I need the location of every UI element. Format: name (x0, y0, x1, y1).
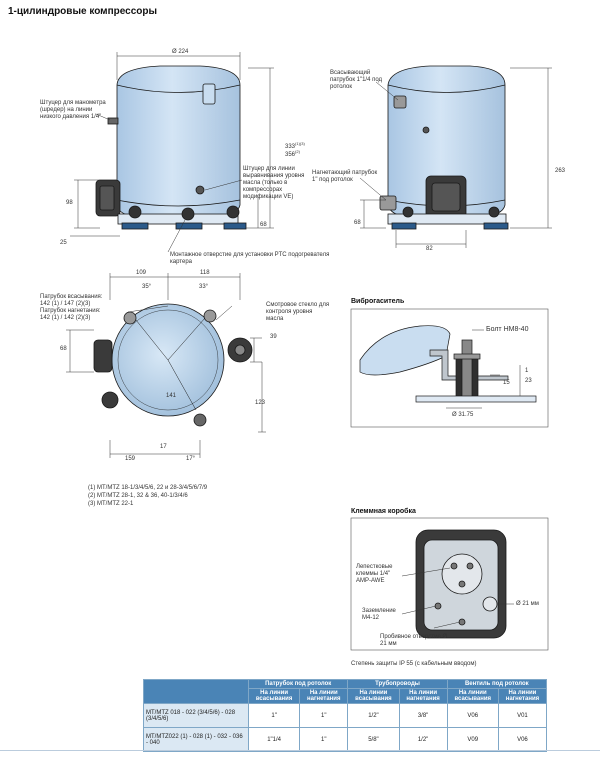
table-subheader: На линии нагнетания (398, 688, 448, 704)
footnote-2: (2) MT/MTZ 28-1, 32 & 36, 40-1/3/4/6 (88, 493, 188, 499)
top-view-compressor (93, 303, 253, 427)
dim-17-angle: 17° (186, 456, 196, 462)
dim-23: 23 (525, 378, 532, 384)
dim-333: 333(1)(3) (285, 141, 305, 150)
knockout-label: Пробивное отверстие Ø 21 мм (380, 634, 448, 647)
table-cell: 1" (299, 703, 349, 728)
bolt-label: Болт HM8-40 (486, 326, 529, 333)
heater-label: Монтажное отверстие для установки PTC по… (170, 252, 330, 265)
dim-39: 39 (270, 334, 277, 340)
table-row-model: MT/MTZ022 (1) - 028 (1) - 032 - 036 - 04… (143, 727, 249, 752)
angle-33: 33° (199, 284, 209, 290)
dim-98: 98 (66, 200, 73, 206)
table-cell: 5/8" (347, 727, 400, 752)
dim-109: 109 (136, 270, 147, 276)
dim-141: 141 (166, 393, 177, 399)
discharge-port-label: Нагнетающий патрубок 1" под ротолок (312, 170, 378, 183)
table-subheader: На линии всасывания (347, 688, 400, 704)
vibro-heading: Виброгаситель (351, 298, 405, 305)
dim-15: 15 (503, 380, 510, 386)
gauge-label: Штуцер для манометра (шредер) на линии н… (40, 100, 106, 120)
protection-label: Степень защиты IP 55 (с кабельным вводом… (351, 661, 477, 667)
oil-equaliser-label: Штуцер для линии выравнивания уровня мас… (243, 166, 305, 200)
vibro-frame (350, 308, 549, 428)
dim-356: 356(2) (285, 149, 300, 158)
sight-glass-label: Смотровое стекло для контроля уровня мас… (266, 302, 330, 322)
terminals-label: Лепестковые клеммы 1/4" AMP-AWE (356, 564, 393, 584)
vibro-drawing (359, 325, 537, 403)
angle-35: 35° (142, 284, 152, 290)
table-subheader: На линии всасывания (446, 688, 499, 704)
dim-68-top: 68 (60, 346, 67, 352)
footnote-3: (3) MT/MTZ 22-1 (88, 501, 134, 507)
table-cell: V06 (497, 727, 548, 752)
dim-17a: 17 (160, 444, 167, 450)
terminal-box-drawing (415, 529, 507, 639)
table-row-model: MT/MTZ 018 - 022 (3/4/5/6) - 028 (3/4/5/… (143, 703, 249, 728)
dim-118: 118 (200, 270, 210, 276)
table-row: MT/MTZ 018 - 022 (3/4/5/6) - 028 (3/4/5/… (143, 703, 548, 728)
connections-table: Патрубок под ротолок Трубопроводы Вентил… (143, 679, 548, 752)
table-cell: 1" (299, 727, 349, 752)
vibro-diameter: Ø 31.75 (452, 412, 474, 418)
dim-25: 25 (60, 240, 67, 246)
table-cell: V06 (446, 703, 499, 728)
dim-68-side: 68 (354, 220, 361, 226)
page-bottom-rule (0, 750, 600, 751)
dim-159: 159 (125, 456, 136, 462)
front-diameter: Ø 224 (172, 49, 189, 55)
front-view-compressor (95, 65, 247, 230)
table-group-header: Патрубок под ротолок (247, 679, 349, 689)
table-cell: 1" (247, 703, 301, 728)
table-row: MT/MTZ022 (1) - 028 (1) - 032 - 036 - 04… (143, 727, 548, 752)
suction-port-label: Всасывающий патрубок 1"1/4 под ротолок (330, 70, 383, 90)
table-cell: V01 (497, 703, 548, 728)
table-subheader: На линии нагнетания (299, 688, 349, 704)
terminal-heading: Клеммная коробка (351, 508, 416, 515)
ground-label: Заземление М4-12 (362, 608, 396, 621)
side-view-compressor (379, 65, 509, 230)
table-cell: 3/8" (398, 703, 448, 728)
table-subheader: На линии всасывания (247, 688, 301, 704)
table-cell: 1"1/4 (247, 727, 301, 752)
table-corner (143, 679, 249, 704)
dim-82: 82 (426, 246, 433, 252)
table-group-header: Вентиль под ротолок (446, 679, 548, 689)
table-cell: V09 (446, 727, 499, 752)
page-title: 1-цилиндровые компрессоры (8, 6, 158, 17)
footnote-1: (1) MT/MTZ 18-1/3/4/5/6, 22 и 28-3/4/5/6… (88, 485, 208, 491)
table-cell: 1/2" (347, 703, 400, 728)
table-group-header: Трубопроводы (347, 679, 448, 689)
table-subheader: На линии нагнетания (497, 688, 548, 704)
dim-1: 1 (525, 368, 529, 374)
dim-263: 263 (555, 168, 566, 174)
terminal-diameter: Ø 21 мм (516, 601, 539, 607)
dim-68-front: 68 (260, 222, 267, 228)
table-cell: 1/2" (398, 727, 448, 752)
suction-top-label: Патрубок всасывания: 142 (1) / 147 (2)(3… (40, 294, 103, 321)
terminal-frame (350, 517, 549, 651)
dim-123: 123 (255, 400, 266, 406)
